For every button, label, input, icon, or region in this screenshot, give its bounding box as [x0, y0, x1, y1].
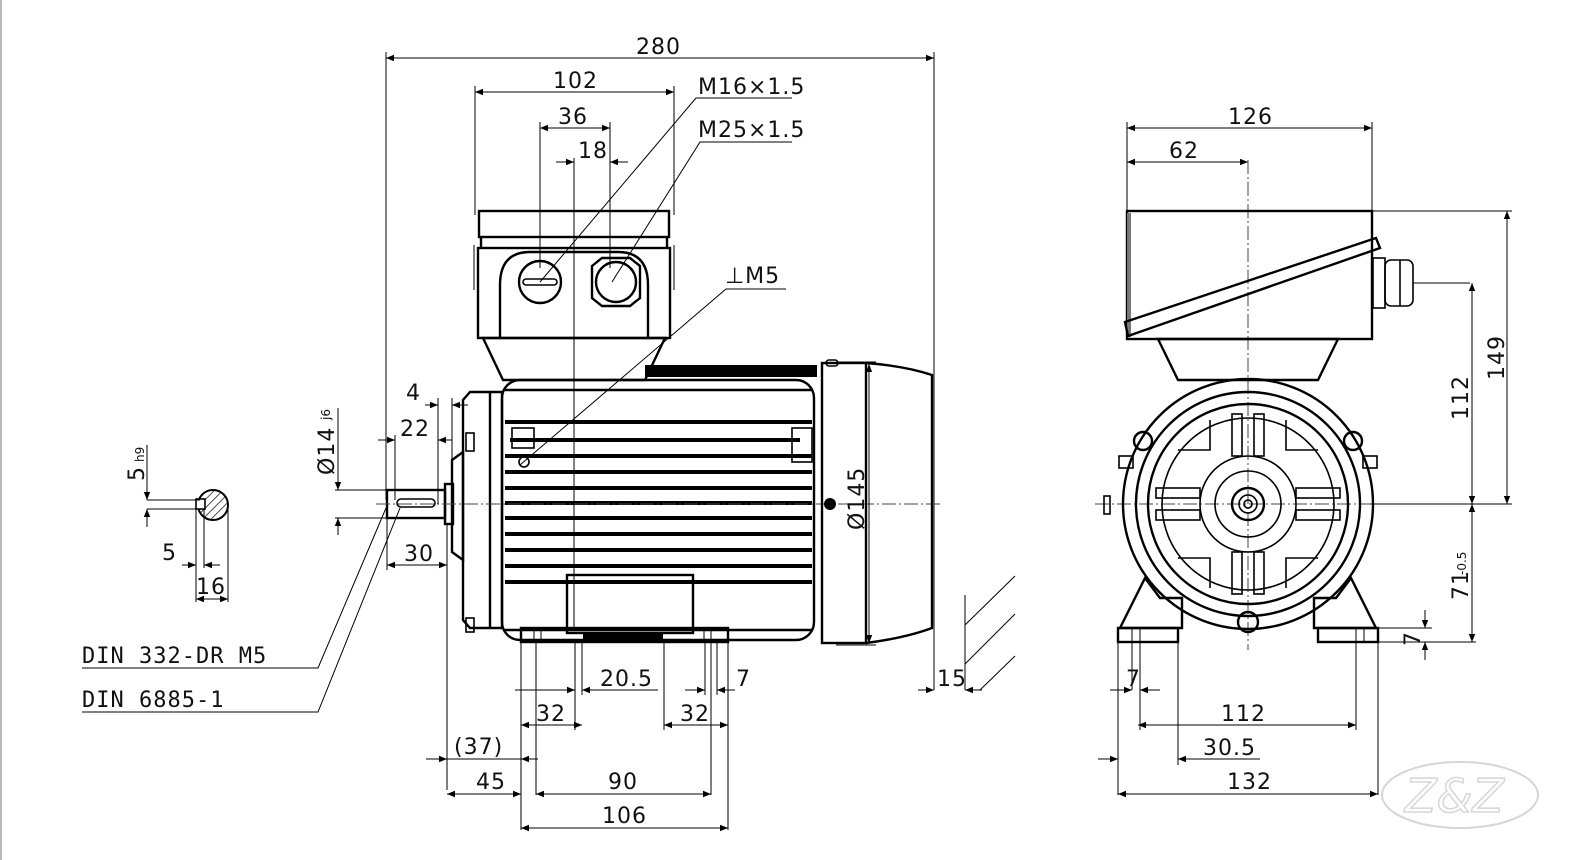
- dim-112-label: 112: [1221, 702, 1266, 727]
- dim-gland-spacing: 36: [539, 105, 611, 268]
- dim-112-vertical-label: 112: [1449, 375, 1474, 420]
- dim-foot-offset: 30.5: [1098, 642, 1260, 765]
- dim-foot-left: 32: [521, 702, 582, 729]
- fan-cover: [820, 359, 934, 645]
- dim-22-label: 22: [400, 417, 430, 442]
- dim-4-label: 4: [406, 381, 421, 406]
- dim-90-label: 90: [608, 770, 638, 795]
- frame-bolts: [1118, 430, 1378, 634]
- dim-foot-thickness: 7: [1378, 610, 1432, 660]
- dim-126-label: 126: [1228, 105, 1273, 130]
- note-din-6885: DIN 6885-1: [82, 507, 401, 713]
- dim-foot-length: 106: [521, 804, 728, 832]
- key-section-view: 5 h9 5 16: [125, 445, 229, 603]
- dim-106-label: 106: [602, 804, 647, 829]
- thread-m25-label: M25×1.5: [698, 118, 805, 143]
- dim-flange-diameter: Ø145: [836, 361, 876, 646]
- motor-feet-side: [519, 626, 730, 644]
- dim-145-label: Ø145: [845, 467, 870, 530]
- dim-foot-hole-width: 7: [685, 642, 751, 830]
- note-din-332: DIN 332-DR M5: [82, 507, 387, 669]
- motor-frame-end: [1103, 377, 1378, 634]
- dim-149-label: 149: [1485, 335, 1510, 380]
- leader-earth: ⊥M5: [519, 264, 786, 466]
- dim-shaft-shoulder: 4: [406, 381, 468, 504]
- dim-shaft-length: 30: [386, 518, 448, 790]
- dim-foot-hole-end: 7: [1110, 642, 1160, 795]
- dim-key-length: 22: [378, 417, 452, 500]
- dim-36-label: 36: [558, 105, 588, 130]
- dim-30-5-label: 30.5: [1203, 736, 1256, 761]
- dim-15-label: 15: [937, 667, 967, 692]
- dim-32-left-label: 32: [536, 702, 566, 727]
- dim-hole-spacing-side: 90: [536, 770, 711, 798]
- end-view: 126 62: [1095, 105, 1512, 798]
- dim-overall-length: 280: [385, 35, 935, 690]
- dim-62-label: 62: [1169, 139, 1199, 164]
- note-din-332-label: DIN 332-DR M5: [82, 644, 267, 669]
- dim-box-offset: 62: [1127, 139, 1248, 166]
- earth-m5-label: ⊥M5: [725, 264, 780, 289]
- dim-hole-spacing-end: 112: [1138, 642, 1357, 730]
- dim-20-5-label: 20.5: [600, 667, 653, 692]
- terminal-box: [473, 209, 675, 382]
- key-width-label: 5: [125, 466, 150, 481]
- dim-gland-offset: 18: [556, 139, 628, 630]
- dim-18-label: 18: [578, 139, 608, 164]
- cooling-fins: [505, 420, 813, 584]
- leader-m16: M16×1.5: [539, 75, 805, 283]
- dim-7-thickness-label: 7: [1401, 631, 1426, 646]
- dim-45-label: 45: [476, 770, 506, 795]
- dim-shaft-to-hole: 45: [447, 770, 521, 798]
- terminal-box-end: [1123, 209, 1382, 382]
- dim-foot-right: 32: [663, 642, 728, 730]
- dim-fan-clearance: 15: [918, 575, 1016, 694]
- dim-gland-height: 112: [1449, 283, 1476, 504]
- leader-m25: M25×1.5: [611, 118, 805, 283]
- dim-foot-width: 132: [1118, 642, 1379, 798]
- dim-7-label: 7: [736, 667, 751, 692]
- dim-overall-height: 149: [1370, 210, 1512, 505]
- dim-132-label: 132: [1227, 770, 1272, 795]
- dim-71-label: 71: [1449, 570, 1474, 600]
- dim-37-label: (37): [454, 735, 503, 760]
- shaft-height-label: 16: [196, 575, 226, 600]
- watermark-logo: Z&Z: [1381, 761, 1539, 829]
- thread-m16-label: M16×1.5: [698, 75, 805, 100]
- dim-terminal-box-width: 102: [474, 69, 675, 215]
- dim-14-tolerance: j6: [319, 409, 333, 421]
- dim-14-label: Ø14: [315, 427, 340, 475]
- dim-7-hole-end-label: 7: [1126, 667, 1141, 692]
- cable-gland-m25: [590, 256, 642, 308]
- key-depth-label: 5: [162, 541, 177, 566]
- dim-280-label: 280: [636, 35, 681, 60]
- dim-shaft-height: 71 -0.5: [1378, 504, 1476, 643]
- side-view: 280 102 36 18 M16×1.5 M: [82, 35, 1016, 832]
- page-left-border: [0, 0, 2, 860]
- cable-gland-m16: [517, 259, 563, 305]
- dim-shaft-diameter: Ø14 j6: [315, 408, 387, 535]
- dim-32-right-label: 32: [680, 702, 710, 727]
- dim-shaft-to-foot: (37): [426, 735, 538, 763]
- dim-box-width: 126: [1126, 105, 1373, 213]
- dim-71-tolerance: -0.5: [1455, 552, 1469, 575]
- motor-feet-end: [1116, 575, 1380, 644]
- dim-102-label: 102: [553, 69, 598, 94]
- side-plug: [1103, 495, 1111, 515]
- fan-cover-ribs: [1155, 413, 1341, 595]
- end-shield: [450, 390, 504, 633]
- note-din-6885-label: DIN 6885-1: [82, 688, 224, 713]
- cable-gland-side: [1372, 257, 1470, 309]
- dim-30-label: 30: [404, 542, 434, 567]
- watermark-text: Z&Z: [1403, 769, 1505, 823]
- dim-foot-hole-center: 20.5: [515, 642, 658, 830]
- key-width-tolerance: h9: [133, 447, 147, 462]
